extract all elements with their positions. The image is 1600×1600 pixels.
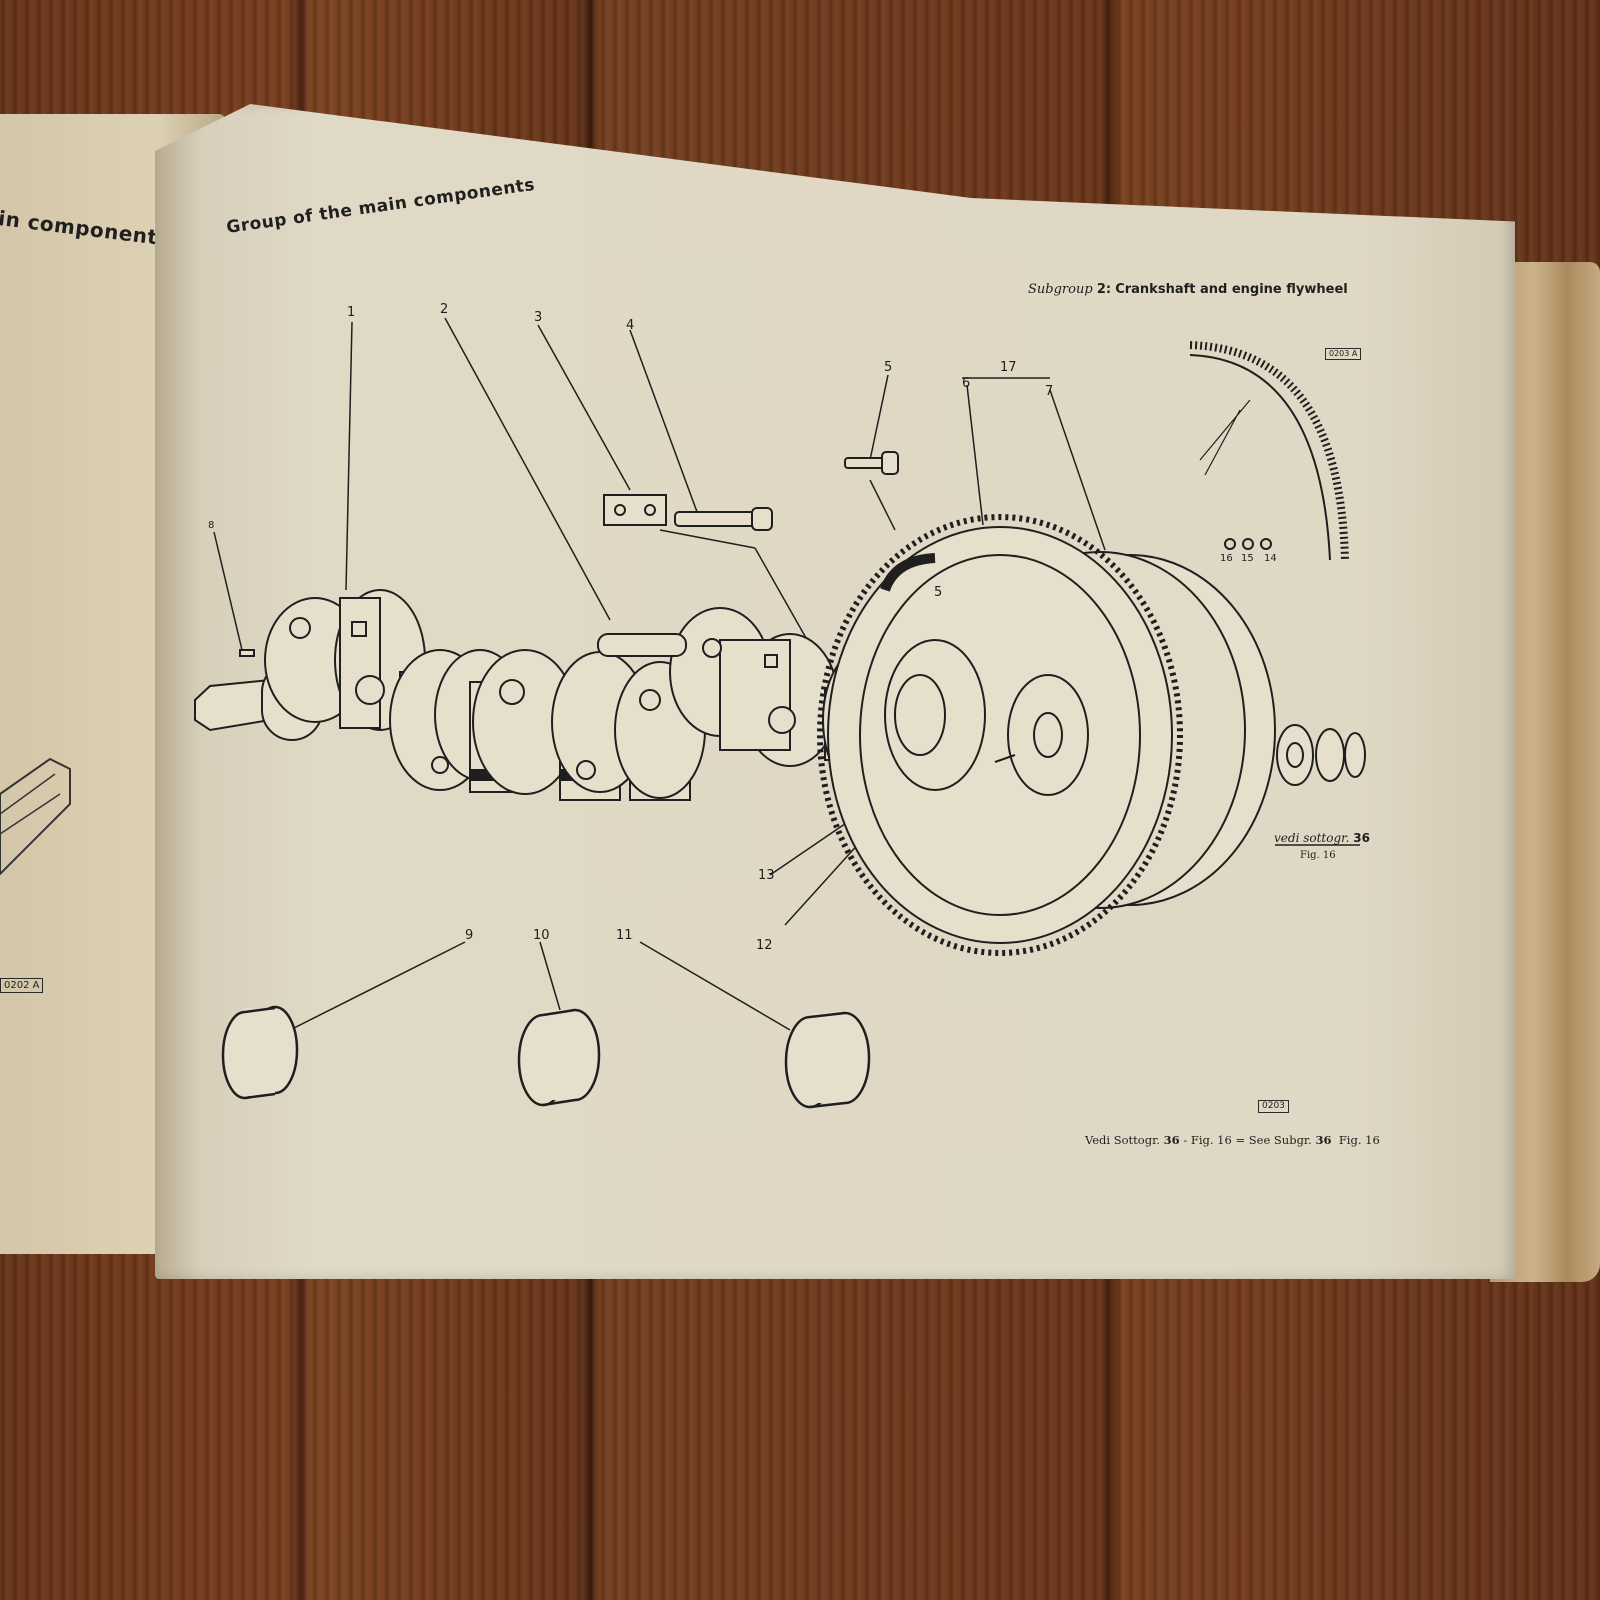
vedi-fig: Fig. 16 xyxy=(1300,850,1336,861)
vedi-reference: vedi sottogr. 36 xyxy=(1274,831,1370,845)
footer-equals: = xyxy=(1235,1133,1246,1147)
footer-en-prefix: See Subgr. xyxy=(1248,1133,1312,1147)
subgroup-number: 2 xyxy=(1096,282,1106,297)
callout-16: 16 xyxy=(1220,553,1233,564)
inset-drawing-code: 0203 A xyxy=(1325,348,1362,360)
callout-11: 11 xyxy=(616,928,633,943)
callout-17: 17 xyxy=(1000,360,1017,375)
callout-1: 1 xyxy=(347,305,356,320)
subgroup-label: Subgroup xyxy=(1028,282,1093,297)
subgroup-title: Subgroup 2: Crankshaft and engine flywhe… xyxy=(1028,282,1348,297)
footer-en-number: 36 xyxy=(1315,1133,1332,1147)
subgroup-name: Crankshaft and engine flywheel xyxy=(1115,282,1348,297)
callout-5: 5 xyxy=(884,360,893,375)
callout-14: 14 xyxy=(1264,553,1277,564)
callout-6: 6 xyxy=(962,376,971,391)
footer-it-prefix: Vedi Sottogr. xyxy=(1085,1133,1160,1147)
callout-8: 8 xyxy=(208,520,215,531)
callout-15: 15 xyxy=(1241,553,1254,564)
left-drawing-code: 0202 A xyxy=(0,978,44,993)
callout-9: 9 xyxy=(465,928,474,943)
footer-it-number: 36 xyxy=(1163,1133,1180,1147)
callout-12: 12 xyxy=(756,938,773,953)
callout-4: 4 xyxy=(626,318,635,333)
callout-2: 2 xyxy=(440,302,449,317)
callout-3: 3 xyxy=(534,310,543,325)
callout-7: 7 xyxy=(1045,384,1054,399)
left-page-drawing-fragment xyxy=(0,757,71,876)
footer-en-fig: Fig. 16 xyxy=(1338,1133,1380,1147)
page-footer: Vedi Sottogr. 36 - Fig. 16 = See Subgr. … xyxy=(1085,1133,1380,1147)
footer-it-fig: - Fig. 16 xyxy=(1183,1133,1232,1147)
callout-5-inner: 5 xyxy=(934,585,943,600)
drawing-code: 0203 xyxy=(1258,1100,1289,1113)
vedi-text: vedi sottogr. xyxy=(1274,831,1350,845)
callout-13: 13 xyxy=(758,868,775,883)
vedi-number: 36 xyxy=(1353,831,1370,845)
callout-10: 10 xyxy=(533,928,550,943)
